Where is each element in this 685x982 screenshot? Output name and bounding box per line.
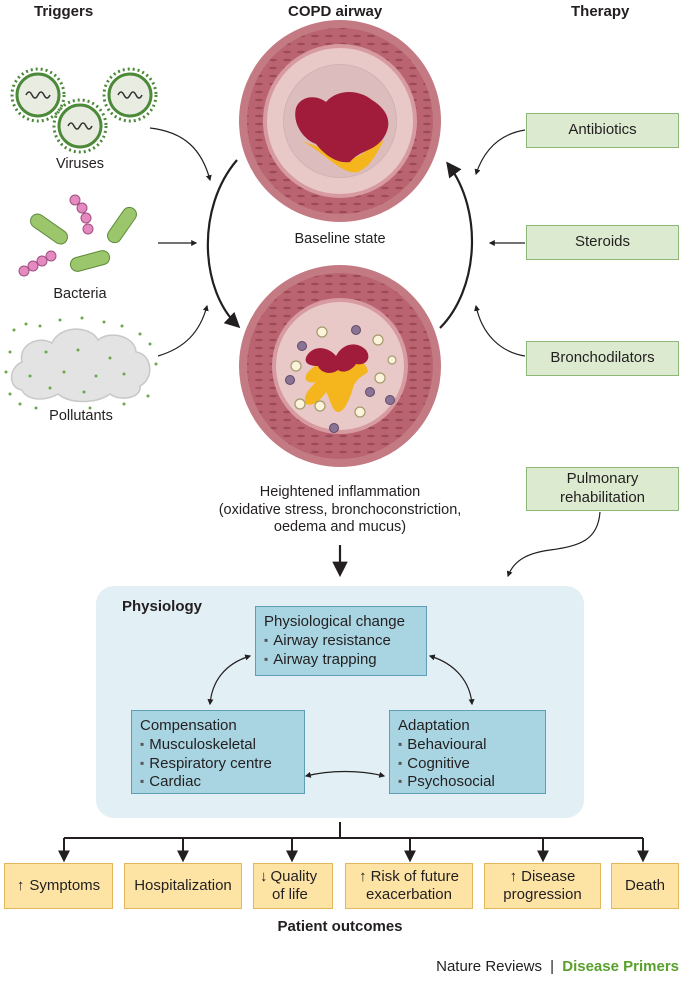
quality-of-life-outcome-box: ↓Quality of life	[253, 863, 333, 909]
credit-separator: |	[550, 958, 555, 975]
inflamed-airway-icon	[239, 265, 441, 467]
increase-arrow-icon: ↑	[359, 868, 367, 885]
physiological-change-box: Physiological change Airway resistance A…	[255, 606, 427, 676]
baseline-state-label: Baseline state	[294, 231, 386, 247]
bacteria-label: Bacteria	[53, 286, 107, 302]
risk-line-2: exacerbation	[366, 886, 452, 903]
death-outcome-box: Death	[611, 863, 679, 909]
compensation-title: Compensation	[140, 717, 237, 734]
hospitalization-outcome-box: Hospitalization	[124, 863, 242, 909]
disease-line-1: Disease	[521, 868, 576, 885]
compensation-box: Compensation Musculoskeletal Respiratory…	[131, 710, 305, 794]
quality-line-1: Quality	[270, 868, 318, 885]
antibiotics-box: Antibiotics	[526, 113, 679, 148]
psychosocial-item: Psychosocial	[398, 773, 537, 792]
increase-arrow-icon: ↑	[16, 877, 25, 894]
inflammation-line-3: oedema and mucus)	[273, 519, 407, 536]
symptoms-label: Symptoms	[29, 877, 101, 894]
patient-outcomes-caption: Patient outcomes	[277, 918, 403, 935]
rehab-line-1: Pulmonary	[566, 470, 639, 488]
bacteria-icon	[18, 194, 137, 277]
viruses-label: Viruses	[55, 156, 105, 172]
respiratory-centre-item: Respiratory centre	[140, 755, 296, 774]
inflammation-line-1: Heightened inflammation	[259, 484, 421, 500]
rehab-line-2: rehabilitation	[559, 489, 646, 506]
pollutant-cloud-icon	[4, 316, 158, 410]
physiology-title: Physiology	[122, 598, 203, 615]
virus-icon	[10, 67, 158, 154]
quality-line-2: of life	[272, 886, 308, 903]
baseline-airway-icon	[239, 20, 441, 222]
therapy-header: Therapy	[571, 3, 630, 20]
physiological-change-title: Physiological change	[264, 613, 405, 630]
cardiac-item: Cardiac	[140, 773, 296, 792]
cognitive-item: Cognitive	[398, 755, 537, 774]
pulmonary-rehabilitation-box: Pulmonary rehabilitation	[526, 467, 679, 511]
risk-of-exacerbation-outcome-box: ↑Risk of future exacerbation	[345, 863, 473, 909]
inflammation-line-2: (oxidative stress, bronchoconstriction,	[218, 501, 462, 518]
disease-progression-outcome-box: ↑Disease progression	[484, 863, 601, 909]
airway-header: COPD airway	[288, 3, 383, 20]
triggers-header: Triggers	[34, 3, 94, 20]
heightened-inflammation-label: Heightened inflammation (oxidative stres…	[200, 484, 480, 537]
increase-arrow-icon: ↑	[509, 868, 518, 885]
symptoms-outcome-box: ↑Symptoms	[4, 863, 113, 909]
series-name: Disease Primers	[562, 958, 679, 975]
airway-resistance-item: Airway resistance	[264, 632, 418, 651]
journal-name: Nature Reviews	[436, 958, 542, 975]
bronchodilators-box: Bronchodilators	[526, 341, 679, 376]
risk-line-1: Risk of future	[370, 868, 459, 885]
decrease-arrow-icon: ↓	[260, 868, 268, 885]
journal-credit: Nature Reviews | Disease Primers	[436, 958, 679, 975]
behavioural-item: Behavioural	[398, 736, 537, 755]
airway-trapping-item: Airway trapping	[264, 651, 418, 670]
adaptation-box: Adaptation Behavioural Cognitive Psychos…	[389, 710, 546, 794]
steroids-box: Steroids	[526, 225, 679, 260]
pollutants-label: Pollutants	[49, 408, 113, 424]
disease-line-2: progression	[503, 886, 582, 903]
adaptation-title: Adaptation	[398, 717, 470, 734]
musculoskeletal-item: Musculoskeletal	[140, 736, 296, 755]
